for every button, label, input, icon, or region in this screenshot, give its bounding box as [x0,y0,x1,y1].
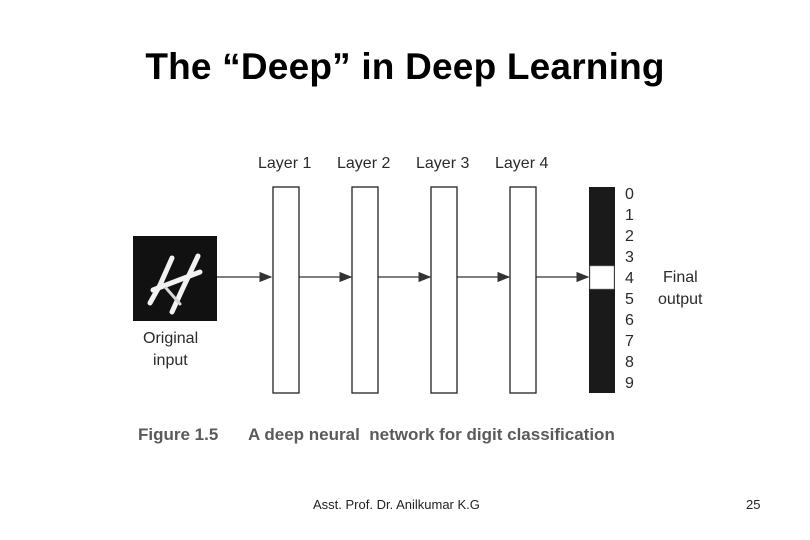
slide-title: The “Deep” in Deep Learning [145,46,665,87]
input-label-line1: Original [143,330,198,347]
layer-2-label: Layer 2 [337,155,390,172]
layer-4-label: Layer 4 [495,155,548,172]
output-digit-2: 2 [625,228,634,245]
layer-3-box [430,186,458,394]
output-digit-8: 8 [625,354,634,371]
output-label-line1: Final [663,269,698,286]
footer-author: Asst. Prof. Dr. Anilkumar K.G [313,497,480,512]
output-digit-3: 3 [625,249,634,266]
layer-4-box [509,186,537,394]
output-digit-7: 7 [625,333,634,350]
figure-caption-number: Figure 1.5 [138,425,218,444]
output-digit-9: 9 [625,375,634,392]
deep-network-figure: Layer 1 Layer 2 Layer 3 Layer 4 Original… [133,155,703,444]
layer-1-box [272,186,300,394]
output-bar [589,187,615,393]
output-digit-5: 5 [625,291,634,308]
input-label-line2: input [153,352,188,369]
output-digit-6: 6 [625,312,634,329]
output-digit-0: 0 [625,186,634,203]
output-highlight-cell [589,265,615,290]
layer-3-label: Layer 3 [416,155,469,172]
output-digit-4: 4 [625,270,634,287]
original-input-image [133,236,217,321]
layer-1-label: Layer 1 [258,155,311,172]
slide-number: 25 [746,497,761,512]
figure-caption-text: A deep neural network for digit classifi… [248,425,615,444]
output-digit-1: 1 [625,207,634,224]
layer-2-box [351,186,379,394]
output-label-line2: output [658,291,703,308]
